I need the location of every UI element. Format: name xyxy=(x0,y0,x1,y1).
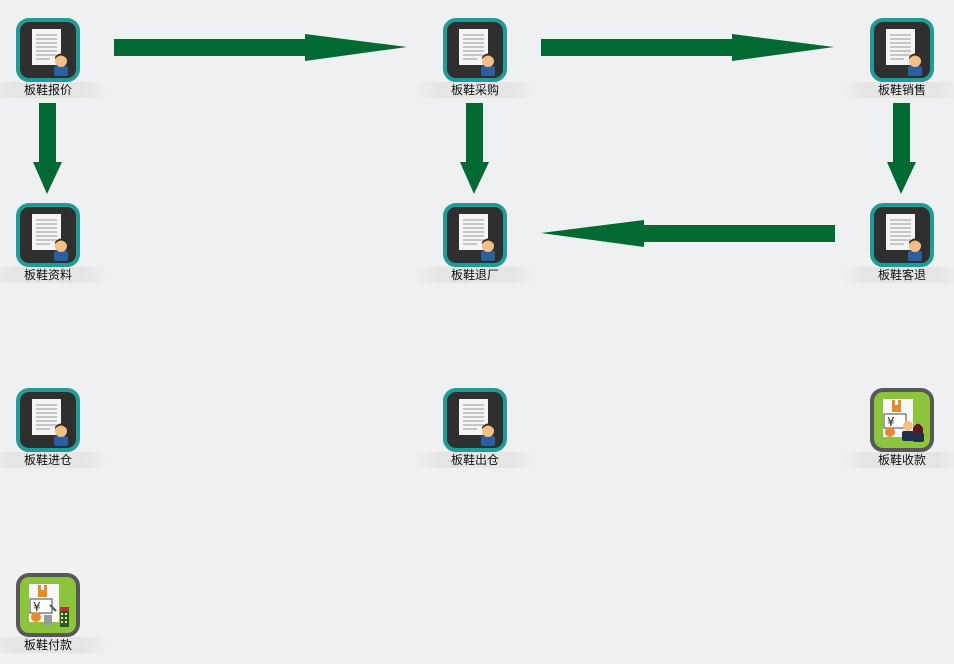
node-label: 板鞋退厂 xyxy=(415,267,535,283)
node-label: 板鞋客退 xyxy=(842,267,954,283)
svg-text:¥: ¥ xyxy=(33,600,41,614)
document-user-icon xyxy=(870,18,934,82)
node-payment[interactable]: ¥ 板鞋付款 xyxy=(0,573,108,657)
node-sales[interactable]: 板鞋销售 xyxy=(842,18,954,102)
node-label: 板鞋收款 xyxy=(842,452,954,468)
document-user-icon xyxy=(16,388,80,452)
document-user-icon xyxy=(870,203,934,267)
document-user-icon xyxy=(16,18,80,82)
node-stock-in[interactable]: 板鞋进仓 xyxy=(0,388,108,472)
document-user-icon xyxy=(443,388,507,452)
node-label: 板鞋进仓 xyxy=(0,452,108,468)
node-info[interactable]: 板鞋资料 xyxy=(0,203,108,287)
money-pay-icon: ¥ xyxy=(16,573,80,637)
svg-text:¥: ¥ xyxy=(887,415,895,429)
document-user-icon xyxy=(443,203,507,267)
money-receive-icon: ¥ xyxy=(870,388,934,452)
node-stock-out[interactable]: 板鞋出仓 xyxy=(415,388,535,472)
arrow-customer-return-to-return-factory xyxy=(541,220,835,247)
node-label: 板鞋报价 xyxy=(0,82,108,98)
arrow-sales-to-customer-return xyxy=(887,103,916,194)
node-label: 板鞋销售 xyxy=(842,82,954,98)
node-label: 板鞋资料 xyxy=(0,267,108,283)
node-quote[interactable]: 板鞋报价 xyxy=(0,18,108,102)
node-return-factory[interactable]: 板鞋退厂 xyxy=(415,203,535,287)
node-label: 板鞋出仓 xyxy=(415,452,535,468)
arrow-purchase-to-sales xyxy=(541,34,834,61)
node-label: 板鞋付款 xyxy=(0,637,108,653)
node-label: 板鞋采购 xyxy=(415,82,535,98)
document-user-icon xyxy=(16,203,80,267)
document-user-icon xyxy=(443,18,507,82)
node-purchase[interactable]: 板鞋采购 xyxy=(415,18,535,102)
arrow-purchase-to-return-factory xyxy=(460,103,489,194)
arrow-quote-to-purchase xyxy=(114,34,407,61)
node-customer-return[interactable]: 板鞋客退 xyxy=(842,203,954,287)
arrow-quote-to-info xyxy=(33,103,62,194)
node-receipt[interactable]: ¥ 板鞋收款 xyxy=(842,388,954,472)
